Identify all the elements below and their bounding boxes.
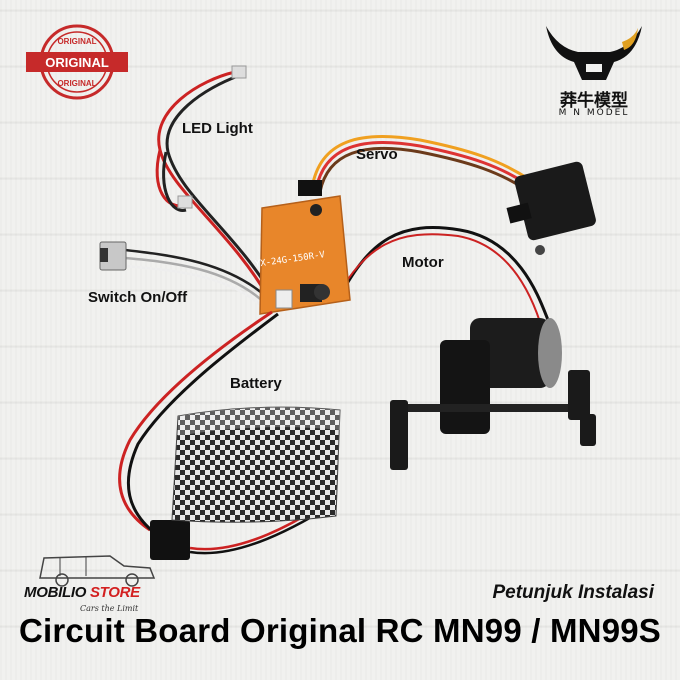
switch <box>99 241 271 311</box>
subtitle: Petunjuk Instalasi <box>492 582 654 603</box>
car-icon <box>39 555 156 587</box>
stamp-bottom-text: ORIGINAL <box>57 79 96 88</box>
label-switch: Switch On/Off <box>88 289 188 306</box>
motor-wires <box>335 226 550 323</box>
circuit-board: YX-24G-150R-V <box>254 195 351 315</box>
led-wires <box>155 65 276 301</box>
battery-connector <box>150 520 190 560</box>
original-stamp-graphic: ORIGINAL ORIGINAL ORIGINAL <box>26 24 128 100</box>
bull-icon <box>546 26 642 80</box>
servo-wires <box>298 134 531 196</box>
led-connector <box>177 195 193 209</box>
store-logo: MOBILIO STORE Cars the Limit <box>20 548 180 628</box>
store-name: MOBILIO STORE <box>24 584 140 601</box>
servo-motor <box>506 161 596 255</box>
gearbox-motor <box>390 318 596 470</box>
stamp-top-text: ORIGINAL <box>57 37 96 46</box>
battery-wires <box>118 310 333 560</box>
brand-chinese-name: 莽牛模型 <box>560 91 628 111</box>
store-name-a: MOBILIO <box>24 584 87 601</box>
led-connector-top <box>231 65 247 79</box>
store-tagline: Cars the Limit <box>80 604 139 613</box>
battery-pack <box>171 406 341 523</box>
brand-english-name: M N MODEL <box>558 108 630 118</box>
page-title: Circuit Board Original RC MN99 / MN99S <box>18 612 662 649</box>
store-name-b: STORE <box>89 584 140 601</box>
stamp-center-text: ORIGINAL <box>45 55 109 70</box>
label-servo: Servo <box>356 146 398 163</box>
label-led-light: LED Light <box>182 120 253 137</box>
label-battery: Battery <box>230 375 282 392</box>
label-motor: Motor <box>402 254 444 271</box>
original-stamp: ORIGINAL ORIGINAL ORIGINAL <box>22 22 132 102</box>
brand-logo: 莽牛模型 M N MODEL <box>534 22 654 118</box>
